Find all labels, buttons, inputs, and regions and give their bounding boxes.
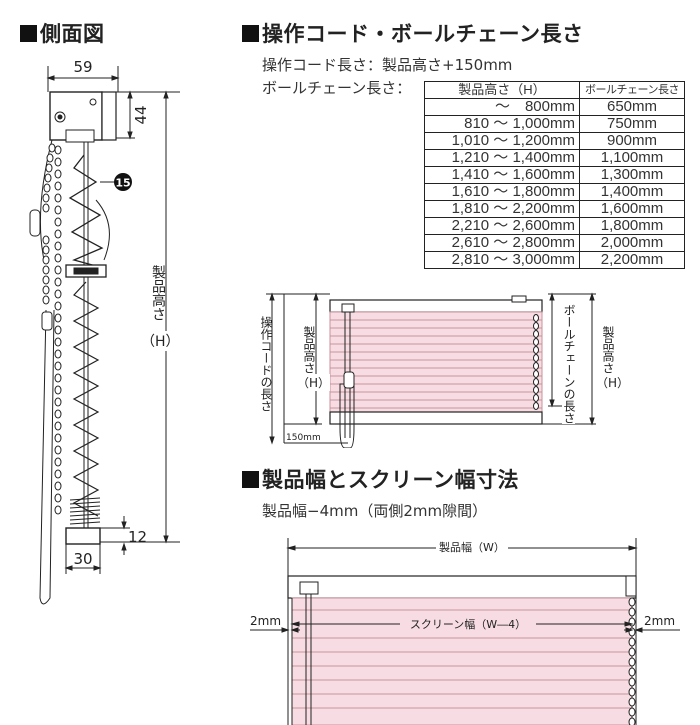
- width-section-heading: 製品幅とスクリーン幅寸法: [242, 464, 519, 494]
- screen-width-label: スクリーン幅（W―4）: [410, 618, 526, 631]
- cell-length: 1,300mm: [579, 166, 685, 184]
- dim-top-44: 44: [132, 105, 150, 124]
- cord-length-diagram-label: 操作コードの長さ: [259, 316, 273, 412]
- cell-range: 810 〜 1,000mm: [424, 115, 580, 133]
- dim-width-59: 59: [73, 58, 92, 76]
- side-view-diagram: 15 59 44 12 30: [29, 58, 180, 605]
- part-number: 15: [115, 177, 130, 190]
- part-number-badge: [114, 173, 132, 191]
- cell-length: 750mm: [579, 115, 685, 133]
- cell-range: 2,210 〜 2,600mm: [424, 217, 580, 235]
- cell-range: 1,210 〜 1,400mm: [424, 149, 580, 167]
- gap-left-label: 2mm: [250, 614, 281, 628]
- cord-length-line: 操作コード長さ：製品高さ+150mm: [262, 56, 513, 74]
- cell-range: 1,010 〜 1,200mm: [424, 132, 580, 150]
- diagram-height-left-h: （H）: [297, 374, 331, 391]
- cord-length-diagram: 150mm: [266, 292, 596, 448]
- table-header-row: 製品高さ（H） ボールチェーン長さ: [424, 81, 685, 99]
- cell-length: 2,000mm: [579, 234, 685, 252]
- cell-range: 2,810 〜 3,000mm: [424, 251, 580, 269]
- diagram-height-right: 製品高さ: [601, 326, 615, 374]
- cell-range: 2,610 〜 2,800mm: [424, 234, 580, 252]
- width-note: 製品幅−4mm（両側2mm隙間）: [262, 502, 488, 520]
- side-height-label-h: （H）: [141, 331, 180, 351]
- cell-range: 〜 800mm: [424, 98, 580, 116]
- product-width-label: 製品幅（W）: [439, 540, 505, 554]
- width-diagram: 製品幅（W） スクリーン幅（W―4） 2mm 2mm: [250, 538, 680, 725]
- heading-square-icon: [242, 471, 259, 488]
- chain-length-diagram-label: ボールチェーンの長さ: [562, 304, 576, 424]
- cell-length: 650mm: [579, 98, 685, 116]
- heading-square-icon: [242, 25, 259, 42]
- dim-bottom-30: 30: [73, 550, 92, 568]
- table-header-height: 製品高さ（H）: [424, 81, 580, 99]
- cell-length: 1,400mm: [579, 183, 685, 201]
- diagram-height-left: 製品高さ: [302, 326, 316, 374]
- gap-right-label: 2mm: [644, 614, 675, 628]
- side-height-label: 製品高さ: [145, 265, 166, 321]
- cell-length: 1,800mm: [579, 217, 685, 235]
- table-header-chain: ボールチェーン長さ: [579, 81, 685, 99]
- cell-length: 1,600mm: [579, 200, 685, 218]
- cell-range: 1,610 〜 1,800mm: [424, 183, 580, 201]
- cell-range: 1,810 〜 2,200mm: [424, 200, 580, 218]
- cord-section-heading: 操作コード・ボールチェーン長さ: [242, 18, 583, 48]
- diagram-height-right-h: （H）: [596, 374, 630, 391]
- offset-label-150: 150mm: [286, 433, 321, 443]
- chain-length-label: ボールチェーン長さ：: [262, 79, 412, 97]
- cell-range: 1,410 〜 1,600mm: [424, 166, 580, 184]
- dim-bottom-12: 12: [128, 528, 147, 546]
- heading-square-icon: [20, 25, 37, 42]
- cell-length: 2,200mm: [579, 251, 685, 269]
- cell-length: 1,100mm: [579, 149, 685, 167]
- side-view-heading: 側面図: [20, 18, 105, 48]
- cell-length: 900mm: [579, 132, 685, 150]
